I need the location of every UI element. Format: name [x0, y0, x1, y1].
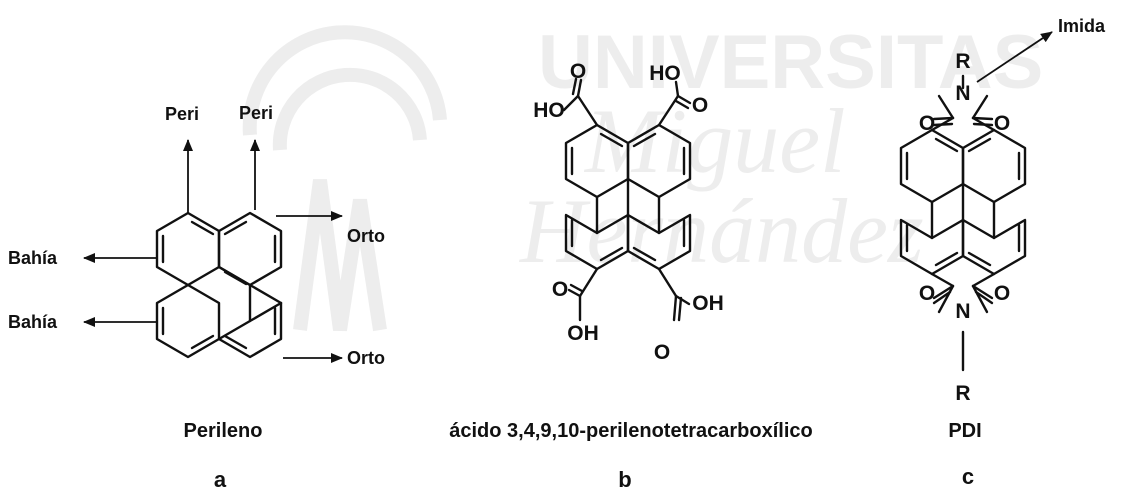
atom-ho-top-left: HO: [533, 99, 565, 122]
bahia-label-top: Bahía: [8, 248, 58, 268]
atom-o-top-right-pdi: O: [994, 112, 1010, 135]
perylene-structure: Peri Peri Orto Orto Bahía Bahía Perileno…: [8, 103, 385, 492]
bahia-label-bottom: Bahía: [8, 312, 58, 332]
ptcda-acid-name: ácido 3,4,9,10-perilenotetracarboxílico: [449, 420, 812, 442]
watermark-emblem: [242, 25, 447, 332]
atom-o-bottom-right: O: [654, 341, 670, 364]
atom-n-top: N: [955, 82, 970, 105]
atom-r-top: R: [955, 50, 970, 73]
atom-oh-bottom-left: OH: [567, 322, 599, 345]
watermark-text-universitas: UNIVERSITAS: [538, 20, 1043, 105]
university-watermark: UNIVERSITAS Miguel Hernández: [242, 20, 1043, 332]
perylene-skeleton: [155, 211, 283, 359]
position-arrows: [83, 139, 343, 363]
atom-n-bottom: N: [955, 300, 970, 323]
watermark-text-hernandez: Hernández: [519, 180, 924, 282]
perylene-name: Perileno: [184, 420, 263, 442]
orto-label-top: Orto: [347, 226, 385, 246]
imida-label: Imida: [1058, 16, 1106, 36]
peri-label-right: Peri: [239, 103, 273, 123]
ptcda-skeleton: [562, 77, 692, 322]
atom-o-top-right: O: [692, 94, 708, 117]
atom-o-bottom-left-pdi: O: [919, 282, 935, 305]
panel-letter-a: a: [214, 467, 227, 492]
pdi-structure: R N O O N O O R Imida PDI c: [899, 16, 1106, 489]
panel-letter-c: c: [962, 464, 974, 489]
panel-letter-b: b: [618, 467, 631, 492]
atom-r-bottom: R: [955, 382, 970, 405]
atom-o-bottom-right-pdi: O: [994, 282, 1010, 305]
peri-label-left: Peri: [165, 104, 199, 124]
pdi-name: PDI: [948, 420, 981, 442]
atom-o-top-left-pdi: O: [919, 112, 935, 135]
atom-o-bottom-left: O: [552, 278, 568, 301]
atom-oh-bottom-right: OH: [692, 292, 724, 315]
atom-ho-top-right: HO: [649, 62, 681, 85]
orto-label-bottom: Orto: [347, 348, 385, 368]
ptcda-acid-structure: O HO HO O O OH OH O ácido 3,4,9,10-peril…: [449, 60, 812, 492]
pdi-skeleton: [899, 74, 1027, 372]
imida-arrow: [976, 31, 1053, 83]
atom-o-top-left: O: [570, 60, 586, 83]
